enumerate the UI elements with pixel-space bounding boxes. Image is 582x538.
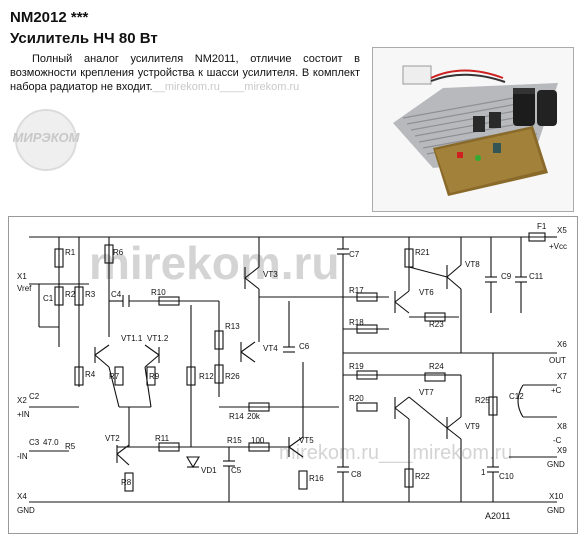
description-watermark: __mirekom.ru____mirekom.ru: [152, 81, 300, 93]
svg-text:R21: R21: [415, 248, 430, 257]
svg-text:R3: R3: [85, 290, 96, 299]
svg-text:X6: X6: [557, 340, 567, 349]
gnd-right-label-1: GND: [547, 460, 565, 469]
svg-text:R26: R26: [225, 372, 240, 381]
svg-text:C2: C2: [29, 392, 40, 401]
svg-text:X7: X7: [557, 372, 567, 381]
svg-text:VT6: VT6: [419, 288, 434, 297]
svg-text:C12: C12: [509, 392, 524, 401]
svg-text:VT4: VT4: [263, 344, 278, 353]
page-subtitle: Усилитель НЧ 80 Вт: [10, 30, 158, 47]
svg-text:VT7: VT7: [419, 388, 434, 397]
in-plus-label: +IN: [17, 410, 30, 419]
svg-text:VT3: VT3: [263, 270, 278, 279]
svg-text:VT1.1: VT1.1: [121, 334, 143, 343]
svg-text:C1: C1: [43, 294, 54, 303]
svg-text:VT1.2: VT1.2: [147, 334, 169, 343]
r14-value: 20k: [247, 412, 261, 421]
svg-text:R22: R22: [415, 472, 430, 481]
gnd-right-label-2: GND: [547, 506, 565, 515]
svg-text:R15: R15: [227, 436, 242, 445]
svg-text:VD1: VD1: [201, 466, 217, 475]
r15-value: 100: [251, 436, 265, 445]
svg-text:X4: X4: [17, 492, 27, 501]
out-label: OUT: [549, 356, 566, 365]
svg-text:R6: R6: [113, 248, 124, 257]
svg-text:VT5: VT5: [299, 436, 314, 445]
svg-text:R5: R5: [65, 442, 76, 451]
svg-text:C6: C6: [299, 342, 310, 351]
logo-text: МИРЭКОМ: [13, 130, 81, 145]
svg-text:C7: C7: [349, 250, 360, 259]
c10-value: 1: [481, 468, 486, 477]
svg-text:R11: R11: [155, 434, 170, 443]
svg-text:R8: R8: [121, 478, 132, 487]
vcc-label: +Vcc: [549, 242, 567, 251]
svg-text:X5: X5: [557, 226, 567, 235]
board-label: A2011: [485, 511, 510, 521]
product-photo: [372, 47, 574, 212]
minus-c-label: -C: [553, 436, 562, 445]
gnd-left-label: GND: [17, 506, 35, 515]
schematic-watermark-top: mirekom.ru: [89, 237, 340, 289]
page-title: NM2012 ***: [10, 9, 89, 26]
svg-text:R18: R18: [349, 318, 364, 327]
in-minus-label: -IN: [17, 452, 28, 461]
svg-text:C9: C9: [501, 272, 512, 281]
vref-label: Vref: [17, 284, 32, 293]
svg-text:R19: R19: [349, 362, 364, 371]
svg-text:R20: R20: [349, 394, 364, 403]
svg-text:R4: R4: [85, 370, 96, 379]
svg-text:X2: X2: [17, 396, 27, 405]
fuse-label: F1: [537, 222, 547, 231]
product-description: Полный аналог усилителя NM2011, отличие …: [10, 52, 360, 94]
svg-text:C3: C3: [29, 438, 40, 447]
svg-text:R23: R23: [429, 320, 444, 329]
svg-text:R9: R9: [149, 372, 160, 381]
svg-text:R13: R13: [225, 322, 240, 331]
description-text: Полный аналог усилителя NM2011, отличие …: [10, 53, 360, 93]
svg-text:C8: C8: [351, 470, 362, 479]
svg-text:VT9: VT9: [465, 422, 480, 431]
svg-text:R14: R14: [229, 412, 244, 421]
svg-text:X9: X9: [557, 446, 567, 455]
svg-text:R24: R24: [429, 362, 444, 371]
svg-text:R7: R7: [109, 372, 120, 381]
svg-text:C11: C11: [529, 272, 544, 281]
svg-text:X10: X10: [549, 492, 564, 501]
svg-text:R17: R17: [349, 286, 364, 295]
c3-value: 47.0: [43, 438, 59, 447]
svg-text:C4: C4: [111, 290, 122, 299]
svg-text:C5: C5: [231, 466, 242, 475]
svg-text:VT8: VT8: [465, 260, 480, 269]
mirekom-logo: МИРЭКОМ: [13, 109, 81, 171]
svg-text:X8: X8: [557, 422, 567, 431]
plus-c-label: +C: [551, 386, 562, 395]
svg-text:X1: X1: [17, 272, 27, 281]
svg-text:R1: R1: [65, 248, 76, 257]
svg-text:R10: R10: [151, 288, 166, 297]
schematic-watermark-bottom: mirekom.ru___mirekom.ru: [279, 442, 512, 464]
svg-text:C10: C10: [499, 472, 514, 481]
schematic-diagram: mirekom.ru mirekom.ru___mirekom.ru: [8, 216, 578, 534]
svg-text:R2: R2: [65, 290, 76, 299]
svg-text:VT2: VT2: [105, 434, 120, 443]
svg-text:R25: R25: [475, 396, 490, 405]
svg-text:R16: R16: [309, 474, 324, 483]
svg-text:R12: R12: [199, 372, 214, 381]
